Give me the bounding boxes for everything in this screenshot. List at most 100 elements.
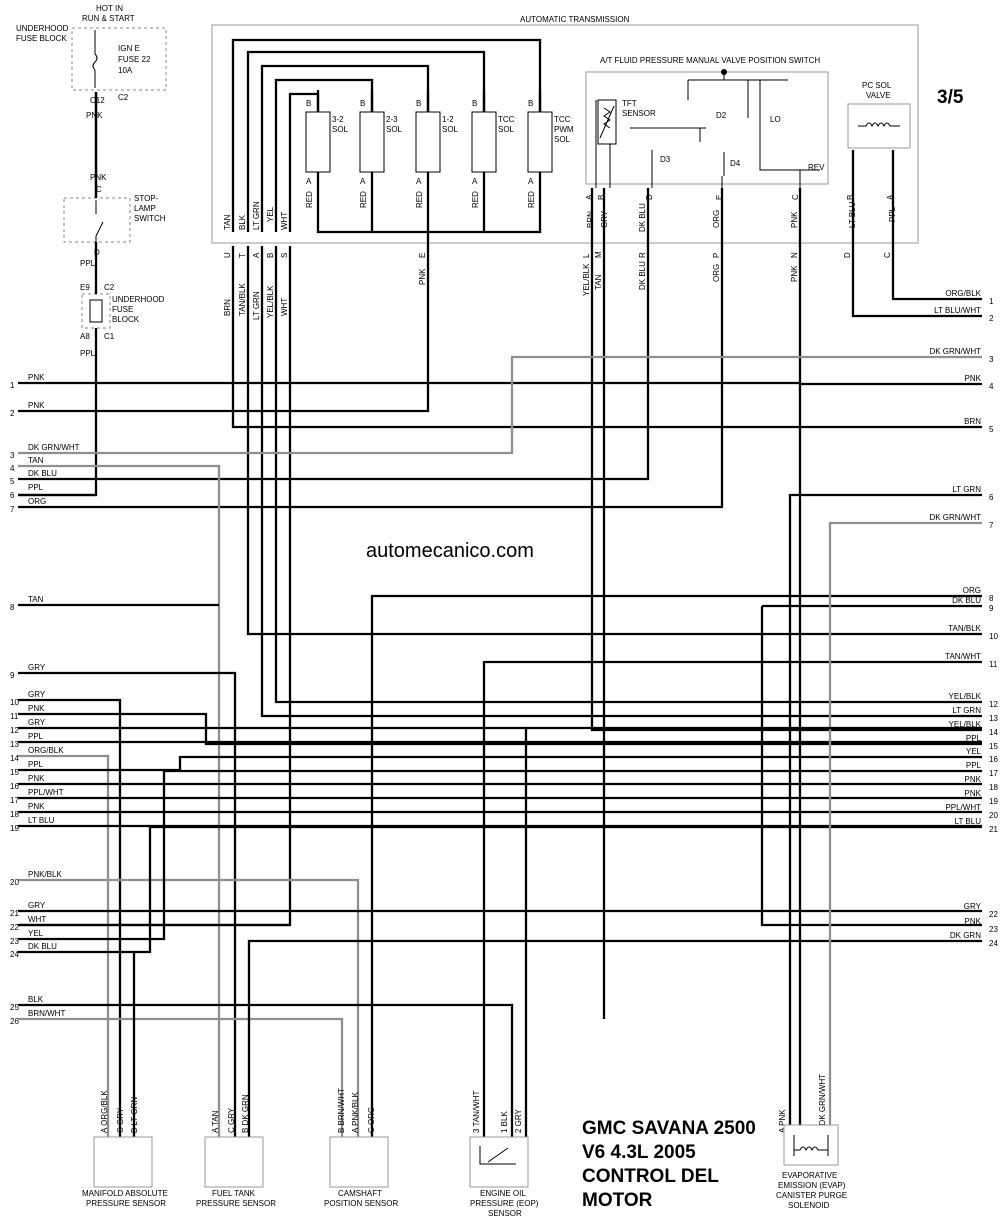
inner-wire-label: TAN — [223, 214, 232, 230]
eop-label: ENGINE OIL — [480, 1189, 526, 1198]
right-row-wire: DK GRN/WHT — [929, 347, 981, 356]
right-row-number: 15 — [989, 742, 998, 751]
inner-wire-label: BLK — [238, 214, 247, 230]
sensor-pin-label: 3 TAN/WHT — [472, 1091, 481, 1133]
right-row-wire: BRN — [964, 417, 981, 426]
left-row-number: 8 — [10, 603, 15, 612]
left-row-number: 18 — [10, 810, 19, 819]
left-row-number: 21 — [10, 909, 19, 918]
inner-wire-label: ORG — [712, 210, 721, 228]
evap-label-3: CANISTER PURGE — [776, 1191, 847, 1200]
left-row-wire: BLK — [28, 995, 44, 1004]
left-row-number: 5 — [10, 477, 15, 486]
left-row-wire: PNK — [28, 802, 45, 811]
left-row-wire: PPL — [28, 760, 44, 769]
outer-wire-label: PNK — [418, 268, 427, 285]
solenoid-pin-b: B — [416, 99, 421, 108]
right-row-wire: PNK — [965, 775, 982, 784]
wire-1 — [18, 172, 542, 413]
wire-44 — [370, 594, 982, 1137]
solenoid-pin-a: A — [306, 177, 312, 186]
transmission-box — [211, 24, 919, 244]
page-number: 3/5 — [937, 87, 964, 108]
stoplamp-wire-in: PNK — [90, 173, 107, 182]
outer-pin-label: P — [712, 253, 721, 258]
evap-label: EVAPORATIVE — [782, 1171, 837, 1180]
solenoid-pin-a: A — [416, 177, 422, 186]
solenoid-name: TCC — [498, 115, 515, 124]
wire-29 — [18, 726, 528, 1137]
right-row-wire: ORG/BLK — [945, 289, 981, 298]
wire-6 — [288, 92, 320, 232]
tft-label: TFT — [622, 99, 637, 108]
map-label-2: PRESSURE SENSOR — [86, 1199, 166, 1208]
sensor-pin-label: A TAN — [211, 1110, 220, 1133]
pos-rev: REV — [808, 163, 825, 172]
left-row-wire: PNK/BLK — [28, 870, 62, 879]
wire-22 — [18, 355, 982, 455]
left-row-wire: PPL/WHT — [28, 788, 64, 797]
right-row-wire: GRY — [964, 902, 982, 911]
fuse-block-label: UNDERHOOD — [16, 24, 69, 33]
left-row-number: 23 — [10, 937, 19, 946]
right-row-number: 21 — [989, 825, 998, 834]
inner-wire-label: PNK — [790, 211, 799, 228]
right-row-wire: ORG — [963, 586, 981, 595]
outer-pin-label: C — [883, 252, 892, 258]
wire-41 — [18, 825, 982, 954]
outer-wire-label: BRN — [223, 299, 232, 316]
left-row-number: 10 — [10, 698, 19, 707]
ufb-label-3: BLOCK — [112, 315, 140, 324]
watermark: automecanico.com — [366, 540, 534, 562]
right-row-number: 13 — [989, 714, 998, 723]
left-row-wire: PNK — [28, 373, 45, 382]
left-row-wire: TAN — [28, 595, 44, 604]
left-row-wire: GRY — [28, 718, 46, 727]
inner-pin-label: E — [715, 195, 724, 200]
inner-pin-label: B — [846, 195, 855, 200]
inner-wire-label: GRY — [600, 210, 609, 228]
switch-contacts — [630, 72, 820, 176]
inner-wire-label: WHT — [280, 212, 289, 230]
right-row-number: 9 — [989, 604, 994, 613]
sensor-pin-label: A PNK — [778, 1109, 787, 1133]
solenoid-name: 2-3 — [386, 115, 398, 124]
left-row-number: 6 — [10, 491, 15, 500]
tft-sensor-icon — [597, 99, 617, 145]
inner-wire-label: PPL — [888, 206, 897, 222]
wire-5 — [274, 78, 374, 232]
right-row-number: 5 — [989, 425, 994, 434]
outer-wire-label: TAN/BLK — [238, 283, 247, 316]
right-row-wire: PNK — [965, 789, 982, 798]
wire-12 — [590, 188, 982, 732]
switch-icon — [95, 200, 104, 242]
solenoid-name-3: SOL — [554, 135, 571, 144]
outer-pin-label: T — [238, 253, 247, 258]
solenoid-wire: RED — [471, 191, 480, 208]
wire-31 — [18, 754, 110, 1137]
ufb-label: UNDERHOOD — [112, 295, 165, 304]
outer-pin-label: N — [790, 252, 799, 258]
switch-title: A/T FLUID PRESSURE MANUAL VALVE POSITION… — [600, 56, 820, 65]
underhood-fuse-block-2: E9 C2 UNDERHOOD FUSE BLOCK A8 C1 PPL — [80, 283, 165, 358]
outer-pin-label: A — [252, 252, 261, 258]
right-row-wire: LT BLU/WHT — [934, 306, 981, 315]
cam-label-2: POSITION SENSOR — [324, 1199, 398, 1208]
stoplamp-wire-out: PPL — [80, 259, 96, 268]
wire-11 — [18, 246, 292, 927]
switch-box — [585, 71, 829, 185]
left-row-wire: GRY — [28, 901, 46, 910]
solenoid-wire: RED — [527, 191, 536, 208]
outer-pin-label: M — [594, 251, 603, 258]
solenoid-pin-a: A — [528, 177, 534, 186]
solenoid-box — [359, 111, 385, 173]
wire-42 — [18, 1003, 514, 1137]
wire-48 — [482, 660, 982, 1137]
sensor-pin-label: A PNK/BLK — [351, 1091, 360, 1133]
left-row-number: 14 — [10, 754, 19, 763]
left-row-wire: DK BLU — [28, 942, 57, 951]
solenoid-name-2: SOL — [332, 125, 349, 134]
wire-19 — [891, 150, 982, 301]
right-row-number: 16 — [989, 755, 998, 764]
solenoid-wire: RED — [305, 191, 314, 208]
